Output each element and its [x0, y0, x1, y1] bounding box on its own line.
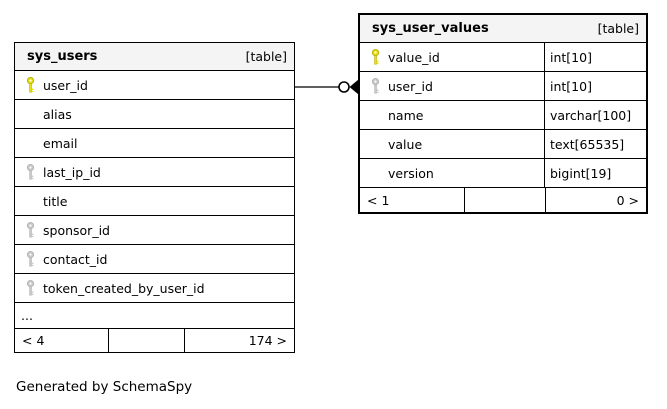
footer-spacer-cell	[108, 329, 184, 352]
table-header-sys-users[interactable]: sys_users [table]	[15, 43, 294, 71]
column-name: version	[388, 165, 434, 181]
table-type-badge: [table]	[597, 21, 639, 36]
column-name: alias	[43, 106, 72, 122]
column-row-last_ip_id: last_ip_id	[15, 158, 294, 187]
column-name: token_created_by_user_id	[43, 280, 205, 296]
truncated-columns-indicator: ...	[15, 303, 294, 329]
column-name: contact_id	[43, 251, 108, 267]
column-row-title: title	[15, 187, 294, 216]
column-name: name	[388, 107, 424, 123]
column-name: user_id	[43, 77, 88, 93]
column-name: value_id	[388, 49, 440, 65]
foreign-key-icon	[371, 77, 380, 95]
table-name[interactable]: sys_users	[27, 49, 98, 64]
column-row-alias: alias	[15, 100, 294, 129]
column-name: user_id	[388, 78, 433, 94]
column-row-user_id: user_id	[15, 71, 294, 100]
foreign-key-icon	[26, 279, 35, 297]
column-row-sponsor_id: sponsor_id	[15, 216, 294, 245]
column-name: title	[43, 193, 68, 209]
column-type: varchar[100]	[544, 101, 650, 129]
column-row-contact_id: contact_id	[15, 245, 294, 274]
relationship-connector	[294, 79, 359, 95]
column-type: int[10]	[544, 72, 650, 100]
column-type: int[10]	[544, 43, 650, 71]
column-type: text[65535]	[544, 130, 650, 158]
table-name[interactable]: sys_user_values	[372, 21, 489, 36]
parent-relations-count: < 4	[22, 333, 45, 348]
footer-spacer-cell	[464, 188, 545, 212]
row-count: 174 >	[184, 329, 294, 352]
foreign-key-icon	[26, 163, 35, 181]
arrowhead	[349, 79, 359, 95]
column-type: bigint[19]	[544, 159, 650, 187]
column-row-email: email	[15, 129, 294, 158]
primary-key-icon	[26, 76, 35, 94]
column-name: value	[388, 136, 423, 152]
generated-by-caption: Generated by SchemaSpy	[16, 379, 193, 395]
zero-cardinality-circle	[338, 81, 350, 93]
table-footer: < 4 174 >	[15, 329, 294, 352]
table-header-sys-user-values[interactable]: sys_user_values [table]	[360, 15, 646, 43]
foreign-key-icon	[26, 221, 35, 239]
primary-key-icon	[371, 48, 380, 66]
column-name: sponsor_id	[43, 222, 110, 238]
column-row-token_created_by_user_id: token_created_by_user_id	[15, 274, 294, 303]
foreign-key-icon	[26, 250, 35, 268]
parent-relations-count: < 1	[367, 192, 390, 208]
table-footer: < 1 0 >	[360, 188, 646, 212]
column-name: email	[43, 135, 78, 151]
children-count: 0 >	[545, 188, 646, 212]
column-name: last_ip_id	[43, 164, 101, 180]
table-type-badge: [table]	[245, 49, 287, 64]
